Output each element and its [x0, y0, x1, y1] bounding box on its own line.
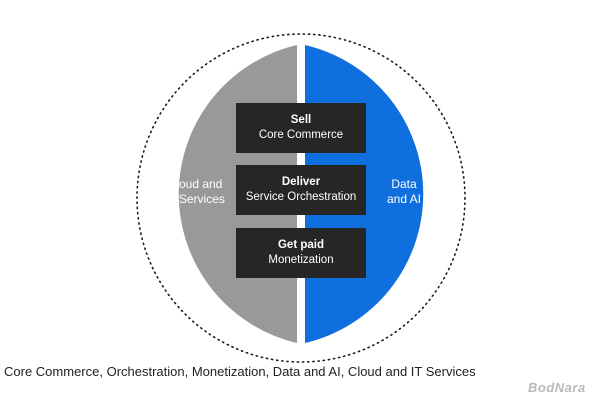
deliver-title: Deliver	[281, 176, 321, 188]
sell-title: Sell	[290, 114, 312, 126]
deliver-subtitle: Service Orchestration	[245, 191, 357, 203]
deliver-block: Deliver Service Orchestration	[236, 165, 366, 215]
sell-block: Sell Core Commerce	[236, 103, 366, 153]
left-half-label: Cloud and IT Services	[165, 177, 225, 206]
get-paid-block: Get paid Monetization	[236, 228, 366, 278]
get-paid-subtitle: Monetization	[268, 254, 334, 266]
get-paid-title: Get paid	[277, 239, 324, 251]
watermark-logo: BodNara	[528, 380, 586, 395]
right-half-label: Data and AI	[386, 177, 422, 206]
dotted-outer-ring	[136, 33, 466, 363]
sell-subtitle: Core Commerce	[258, 129, 344, 141]
diagram-caption: Core Commerce, Orchestration, Monetizati…	[4, 364, 476, 379]
